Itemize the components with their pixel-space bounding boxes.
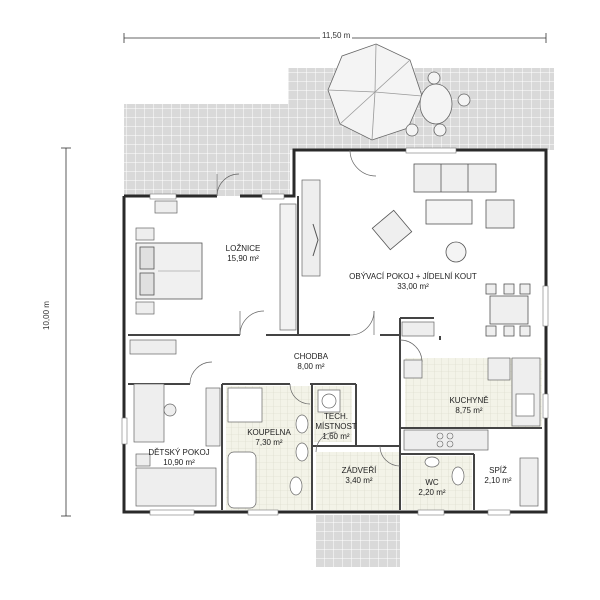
room-name: SPÍŽ — [489, 466, 507, 475]
dimension-height-label: 10,00 m — [42, 299, 51, 332]
plant — [445, 241, 467, 263]
bathroom-toilet — [289, 476, 303, 496]
doors — [189, 149, 423, 467]
room-name: WC — [425, 478, 439, 487]
fridge — [487, 357, 511, 381]
room-name: OBÝVACÍ POKOJ + JÍDELNÍ KOUT — [349, 272, 477, 281]
room-area: 33,00 m² — [397, 282, 429, 291]
dresser — [154, 200, 178, 214]
room-name: LOŽNICE — [225, 244, 261, 253]
room-area: 2,10 m² — [484, 476, 512, 485]
room-area: 8,00 m² — [297, 362, 325, 371]
windows — [121, 147, 549, 516]
wardrobe-bedroom — [279, 203, 297, 331]
room-chodba: CHODBA 8,00 m² — [286, 352, 336, 372]
boiler-tank — [321, 393, 337, 409]
coffee-table — [425, 199, 473, 225]
room-zadveri: ZÁDVEŘÍ 3,40 m² — [336, 466, 382, 486]
bed-kids — [135, 467, 217, 507]
room-wc: WC 2,20 m² — [412, 478, 452, 498]
bathroom-sink-2 — [295, 442, 309, 462]
entrance-tiles — [316, 452, 400, 510]
room-name: DĚTSKÝ POKOJ — [148, 448, 210, 457]
dining-table — [485, 283, 531, 337]
room-obyvaci: OBÝVACÍ POKOJ + JÍDELNÍ KOUT 33,00 m² — [338, 272, 488, 292]
boiler — [317, 389, 341, 413]
nightstand-bottom — [135, 301, 155, 315]
nightstand-kids — [135, 453, 151, 467]
kitchen-sink — [515, 393, 535, 417]
pantry-shelf — [519, 457, 539, 507]
room-name: TECH. MÍSTNOST — [315, 412, 357, 431]
room-loznice: LOŽNICE 15,90 m² — [218, 244, 268, 264]
room-koupelna: KOUPELNA 7,30 m² — [246, 428, 292, 448]
wc-toilet — [451, 466, 465, 486]
tv-cabinet — [301, 179, 321, 277]
room-kuchyne: KUCHYNĚ 8,75 m² — [444, 396, 494, 416]
room-area: 3,40 m² — [345, 476, 373, 485]
armchair-left — [371, 209, 413, 251]
room-tech: TECH. MÍSTNOST 1,60 m² — [310, 412, 362, 442]
room-name: KUCHYNĚ — [449, 396, 489, 405]
dimension-width-label: 11,50 m — [320, 31, 353, 40]
stove — [436, 432, 454, 448]
terrace-left — [124, 104, 290, 196]
nightstand-top — [135, 227, 155, 241]
sofa-top — [413, 163, 497, 193]
chair-kids — [163, 403, 177, 417]
bathtub — [227, 451, 257, 509]
parasol — [327, 43, 423, 141]
room-name: CHODBA — [293, 352, 329, 361]
garden-table — [405, 71, 471, 137]
room-area: 8,75 m² — [455, 406, 483, 415]
room-area: 2,20 m² — [418, 488, 446, 497]
bed-double — [135, 242, 203, 300]
interior-walls — [128, 196, 542, 510]
room-area: 7,30 m² — [255, 438, 283, 447]
hallway-wardrobe — [401, 321, 435, 337]
shower — [227, 387, 263, 423]
room-area: 1,60 m² — [322, 432, 350, 441]
kitchen-corner — [403, 359, 423, 379]
terrace-bottom — [316, 515, 400, 567]
kitchen-counter-bottom — [403, 429, 489, 451]
room-spiz: SPÍŽ 2,10 m² — [478, 466, 518, 486]
wc-sink — [424, 456, 440, 468]
shelf-kids — [205, 387, 221, 447]
room-name: KOUPELNA — [247, 428, 291, 437]
room-name: ZÁDVEŘÍ — [341, 466, 377, 475]
bathroom-sink-1 — [295, 414, 309, 434]
room-area: 15,90 m² — [227, 254, 259, 263]
room-area: 10,90 m² — [163, 458, 195, 467]
room-detsky: DĚTSKÝ POKOJ 10,90 m² — [146, 448, 212, 468]
wardrobe-kids — [129, 339, 177, 355]
armchair-right — [485, 199, 515, 229]
tv — [312, 223, 319, 257]
dimension-height — [61, 147, 71, 517]
desk-kids — [133, 383, 165, 443]
